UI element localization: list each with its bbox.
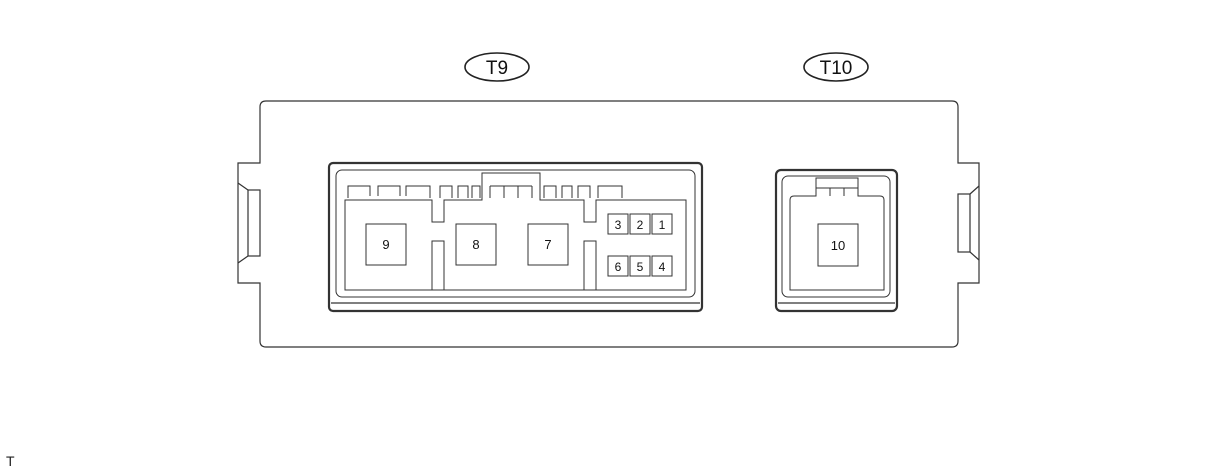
t9-pin-5-label: 5	[637, 260, 644, 274]
corner-mark: T	[6, 453, 15, 469]
t9-pin-9-label: 9	[382, 237, 389, 252]
connector-t9	[327, 161, 704, 313]
tag-t10-label: T10	[820, 58, 853, 79]
t9-pin-4-label: 4	[659, 260, 666, 274]
t9-pin-9-box	[365, 223, 407, 266]
t10-pin-10-box	[817, 223, 859, 267]
tag-t10: T10	[803, 52, 869, 82]
t9-pin-8-label: 8	[472, 237, 479, 252]
t9-pin-1-label: 1	[659, 218, 666, 232]
t9-pin-7-box	[527, 223, 569, 266]
tag-t9: T9	[464, 52, 530, 82]
t9-pin-7-label: 7	[544, 237, 551, 252]
tag-t9-label: T9	[486, 58, 508, 79]
connector-t10	[774, 168, 899, 313]
t9-pin-3-label: 3	[615, 218, 622, 232]
t9-pin-2-label: 2	[637, 218, 644, 232]
t9-pin-8-box	[455, 223, 497, 266]
t9-pin-6-label: 6	[615, 260, 622, 274]
housing	[237, 100, 980, 348]
t10-pin-10-label: 10	[831, 238, 845, 253]
